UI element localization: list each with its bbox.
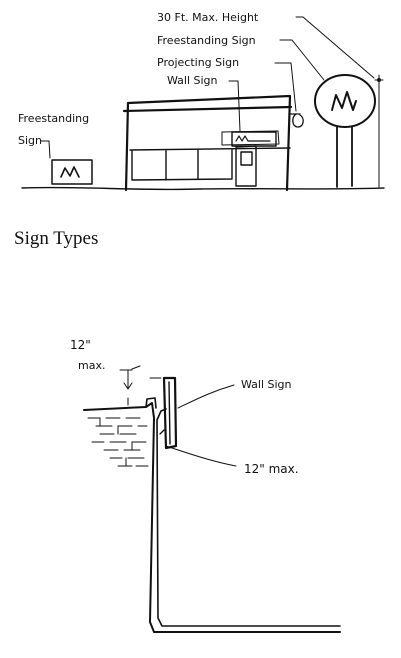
top-diagram: 30 Ft. Max. Height Freestanding Sign Pro… xyxy=(14,11,385,249)
top-dimension-arrows xyxy=(119,365,162,406)
projecting-sign xyxy=(290,113,304,128)
label-max-height: 30 Ft. Max. Height xyxy=(157,11,259,24)
building-window-upper xyxy=(221,130,280,146)
wall-inner-line xyxy=(156,408,341,627)
label-freestanding-left-2: Sign xyxy=(18,134,42,147)
building-door xyxy=(235,145,257,187)
building-storefront xyxy=(129,147,291,181)
parapet xyxy=(145,397,157,409)
height-dimension-line xyxy=(374,74,384,188)
leader-freestanding-left xyxy=(40,140,51,159)
top-dim-label-2: max. xyxy=(78,359,105,372)
wall-sign xyxy=(231,131,277,147)
leader-freestanding-right xyxy=(279,39,325,81)
freestanding-sign-small xyxy=(51,159,93,185)
caption-sign-types: Sign Types xyxy=(14,228,98,249)
label-projecting: Projecting Sign xyxy=(157,56,239,69)
brick-texture xyxy=(87,417,149,467)
bottom-diagram: 12" max. Wall Sign 12" max. xyxy=(70,338,341,633)
wall-profile xyxy=(83,402,341,633)
leader-side-dim xyxy=(165,445,237,467)
freestanding-sign-round xyxy=(314,74,376,188)
ground-line xyxy=(21,186,385,191)
label-side-dim: 12" max. xyxy=(244,462,299,476)
leader-projecting xyxy=(274,62,297,112)
label-freestanding-right: Freestanding Sign xyxy=(157,34,256,47)
top-dim-label-1: 12" xyxy=(70,338,91,352)
leader-max-height xyxy=(295,16,375,79)
leader-wall xyxy=(228,80,241,132)
leader-wall-sign xyxy=(177,384,235,409)
label-wall: Wall Sign xyxy=(167,74,218,87)
label-freestanding-left-1: Freestanding xyxy=(18,112,89,125)
wall-sign-cabinet xyxy=(159,376,178,450)
building-outline xyxy=(122,94,293,192)
label-wall-sign-detail: Wall Sign xyxy=(241,378,292,391)
